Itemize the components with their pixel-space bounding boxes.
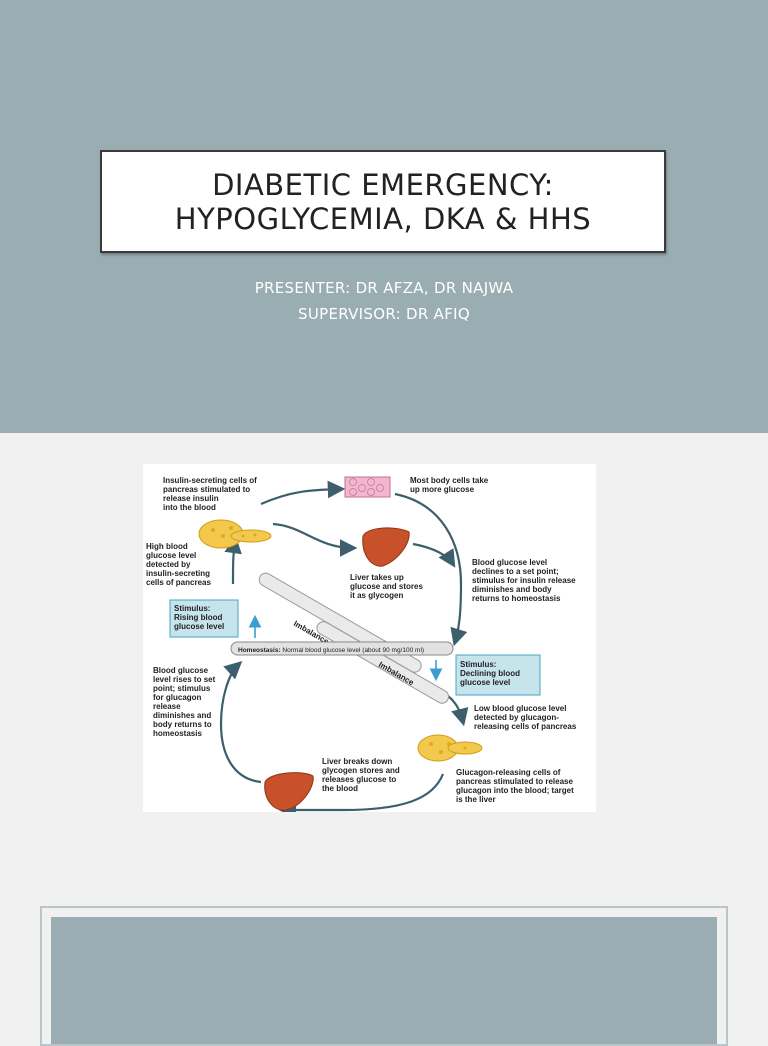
liver-bottom-image: [264, 772, 314, 811]
arrow-to-declines: [394, 492, 468, 647]
high-glucose-label: High blood glucose level detected by ins…: [146, 542, 212, 587]
arrow-to-liver-bottom: [278, 773, 445, 812]
homeostasis-text: Normal blood glucose level (about 90 mg/…: [281, 647, 424, 654]
stimulus-declining-line: Declining blood: [460, 669, 520, 678]
stimulus-rising-line: Stimulus:: [174, 604, 210, 613]
body-cells-image: [344, 476, 391, 498]
liver-top-image: [362, 527, 410, 567]
body-cells-label: Most body cells take up more glucose: [410, 476, 490, 494]
liver-stores-label: Liver takes up glucose and stores it as …: [350, 573, 425, 600]
arrow-to-low-glucose: [447, 695, 469, 727]
stimulus-rising-line: glucose level: [174, 622, 224, 631]
imbalance-bar-bottom: Imbalance: [316, 621, 450, 704]
liver-breaks-label: Liver breaks down glycogen stores and re…: [322, 757, 402, 793]
low-glucose-label: Low blood glucose level detected by gluc…: [474, 704, 577, 731]
title-line-2: HYPOGLYCEMIA, DKA & HHS: [174, 201, 592, 236]
stimulus-declining-line: Stimulus:: [460, 660, 496, 669]
svg-text:Stimulus: Rising blood: Stimulus: Rising blood glucose level: [174, 604, 225, 631]
glucagon-cells-label: Glucagon-releasing cells of pancreas sti…: [456, 768, 576, 804]
arrow-to-liver: [272, 522, 358, 557]
pancreas-top-image: [198, 519, 272, 549]
title-line-1: DIABETIC EMERGENCY:: [212, 167, 554, 202]
declines-label: Blood glucose level declines to a set po…: [472, 558, 578, 603]
stimulus-rising-line: Rising blood: [174, 613, 223, 622]
arrow-to-pancreas-top: [224, 535, 242, 585]
insulin-cells-label: Insulin-secreting cells of pancreas stim…: [163, 476, 259, 512]
stimulus-rising-box: Stimulus: Rising blood glucose level: [169, 599, 239, 638]
svg-text:Stimulus: Declining bl: Stimulus: Declining blood glucose level: [460, 660, 522, 687]
homeostasis-bar: Homeostasis: Normal blood glucose level …: [230, 641, 454, 656]
svg-text:Homeostasis: Normal blood gluc: Homeostasis: Normal blood glucose level …: [238, 647, 424, 654]
pancreas-bottom-image: [417, 734, 483, 762]
presenter-text: PRESENTER: DR AFZA, DR NAJWA: [254, 279, 514, 297]
title-slide: DIABETIC EMERGENCY: HYPOGLYCEMIA, DKA & …: [0, 0, 768, 433]
stimulus-declining-line: glucose level: [460, 678, 510, 687]
stimulus-declining-box: Stimulus: Declining blood glucose level: [455, 654, 541, 696]
next-slide-content: [51, 917, 717, 1044]
arrow-liver-to-declines: [412, 542, 456, 568]
next-slide-thumbnail: [40, 906, 728, 1046]
rises-label: Blood glucose level rises to set point; …: [153, 666, 218, 738]
arrow-to-body-cells: [260, 480, 346, 506]
glucose-homeostasis-diagram: Imbalance Imbalance Homeostasis: Normal …: [143, 464, 596, 812]
arrow-to-rises: [219, 661, 262, 784]
title-box: DIABETIC EMERGENCY: HYPOGLYCEMIA, DKA & …: [100, 150, 666, 253]
homeostasis-bold: Homeostasis:: [238, 647, 281, 654]
supervisor-text: SUPERVISOR: DR AFIQ: [298, 305, 470, 323]
